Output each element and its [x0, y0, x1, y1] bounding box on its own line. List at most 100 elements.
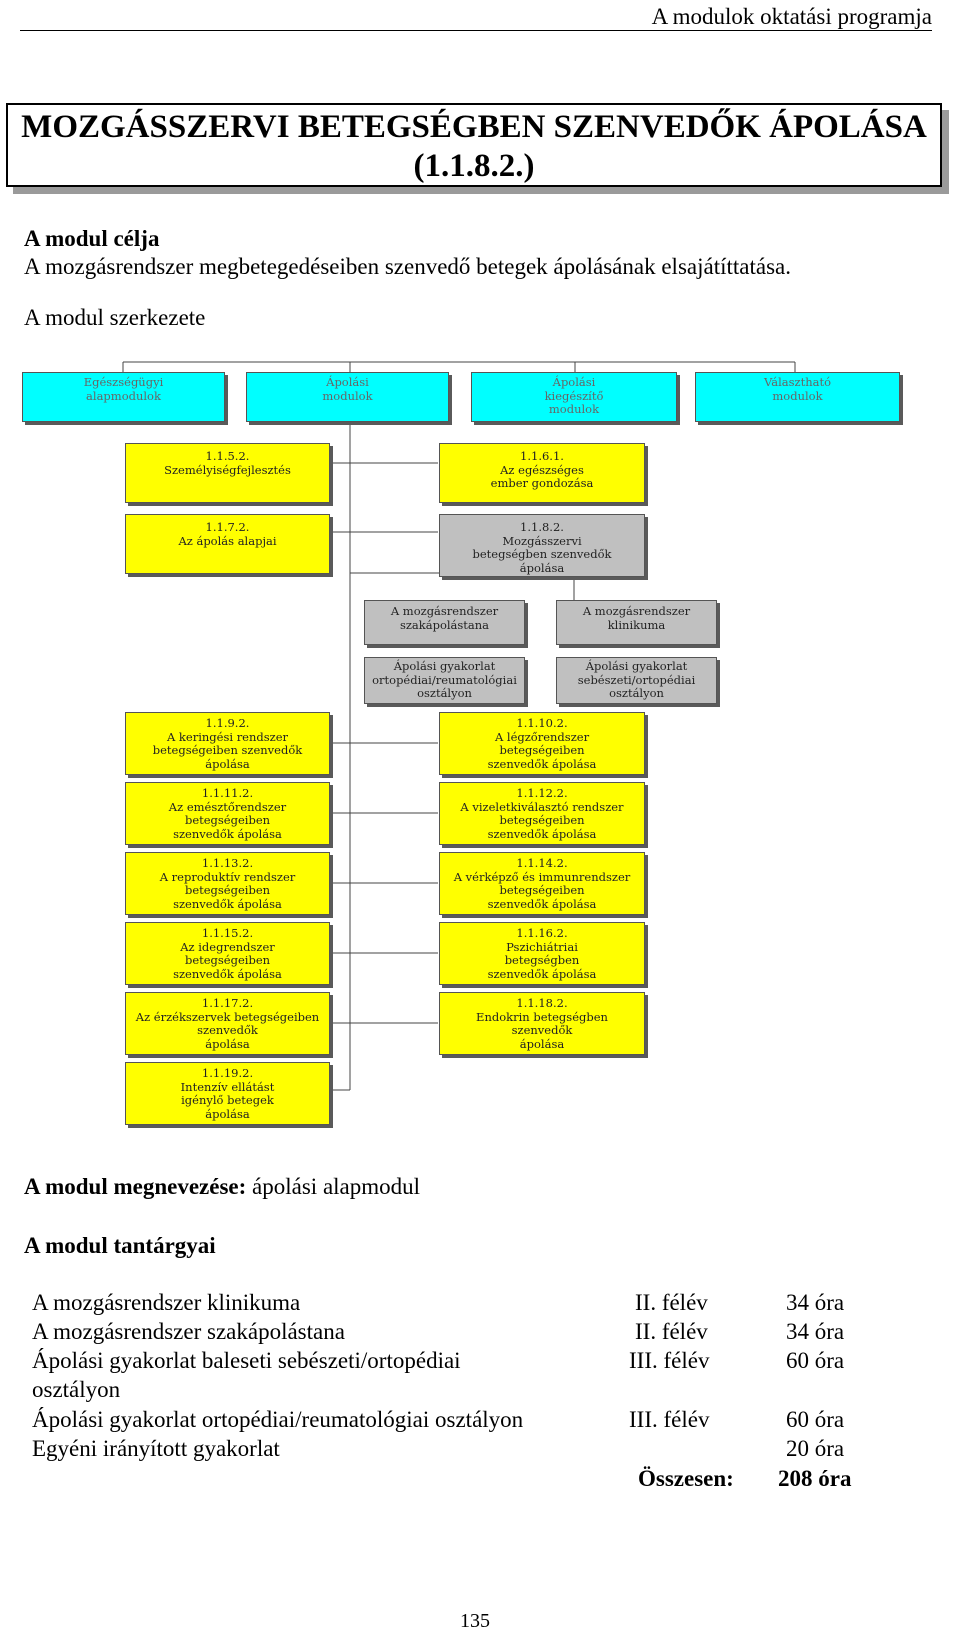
subject-semester: III. félév	[629, 1348, 710, 1373]
module-title: Pszichiátriai	[506, 939, 578, 954]
subject-name: Egyéni irányított gyakorlat	[32, 1436, 280, 1461]
module-1-1-16-2: 1.1.16.2. Pszichiátriai betegségben szen…	[439, 922, 645, 985]
module-code: 1.1.8.2.	[520, 520, 564, 534]
category-healthcare-base: Egészségügyi alapmodulok	[22, 372, 225, 422]
module-1-1-8-2-current: 1.1.8.2. Mozgásszervi betegségben szenve…	[439, 514, 645, 577]
module-title: betegségben	[504, 953, 580, 967]
subject-practice-ortho-rheum: Ápolási gyakorlat ortopédiai/reumatológi…	[364, 657, 525, 704]
module-1-1-10-2: 1.1.10.2. A légzőrendszer betegségeiben …	[439, 712, 645, 775]
total-hours: 208 óra	[778, 1466, 852, 1491]
module-code: 1.1.17.2.	[201, 996, 254, 1010]
module-title: betegségeiben	[184, 813, 271, 827]
module-title: Az emésztőrendszer	[168, 799, 287, 814]
module-title: szenvedők ápolása	[173, 896, 282, 911]
module-1-1-5-2: 1.1.5.2. Személyiségfejlesztés	[125, 443, 330, 503]
module-title: Endokrin betegségben	[476, 1009, 608, 1024]
title-line-2: (1.1.8.2.)	[413, 148, 535, 184]
module-1-1-7-2: 1.1.7.2. Az ápolás alapjai	[125, 514, 330, 574]
module-code: 1.1.9.2.	[205, 716, 250, 730]
module-title: Az idegrendszer	[180, 939, 275, 954]
module-title: betegségeiben	[499, 743, 585, 757]
module-title: ápolása	[519, 560, 565, 575]
subject-label: osztályon	[609, 686, 664, 700]
module-title: ember gondozása	[490, 476, 594, 490]
subject-label: Ápolási gyakorlat	[393, 659, 496, 673]
goal-heading: A modul célja	[24, 226, 160, 251]
category-label: alapmodulok	[86, 388, 161, 403]
module-title: szenvedők ápolása	[173, 826, 282, 841]
module-code: 1.1.5.2.	[205, 449, 250, 463]
category-label: modulok	[322, 388, 373, 403]
module-title: betegségeiben	[499, 883, 585, 897]
category-label: kiegészítő	[544, 388, 604, 403]
category-nursing: Ápolási modulok	[246, 372, 449, 422]
subject-nursing-science: A mozgásrendszer szakápolástana	[364, 600, 525, 645]
module-title: Az érzékszervek betegségeiben	[135, 1009, 320, 1024]
module-1-1-6-1: 1.1.6.1. Az egészséges ember gondozása	[439, 443, 645, 503]
module-name-value: ápolási alapmodul	[246, 1174, 421, 1199]
module-title: szenvedők ápolása	[487, 826, 597, 841]
module-title: szenvedők ápolása	[173, 966, 282, 981]
subjects-heading: A modul tantárgyai	[24, 1233, 216, 1258]
module-1-1-9-2: 1.1.9.2. A keringési rendszer betegségei…	[125, 712, 330, 775]
module-name-line: A modul megnevezése: ápolási alapmodul	[24, 1174, 420, 1200]
module-title: ápolása	[205, 1036, 250, 1051]
module-title: A keringési rendszer	[166, 729, 289, 744]
subject-label: sebészeti/ortopédiai	[577, 672, 696, 687]
module-title: szenvedők ápolása	[487, 966, 597, 981]
category-label: modulok	[548, 402, 600, 416]
subject-name: A mozgásrendszer klinikuma	[32, 1290, 301, 1315]
module-title: igénylő betegek	[181, 1093, 274, 1107]
module-title: Intenzív ellátást	[180, 1079, 275, 1094]
subject-semester: II. félév	[635, 1290, 708, 1315]
subject-label: A mozgásrendszer	[582, 604, 691, 618]
title-box: MOZGÁSSZERVI BETEGSÉGBEN SZENVEDŐK ÁPOLÁ…	[6, 103, 942, 187]
subject-hours: 60 óra	[786, 1407, 845, 1432]
subject-name: Ápolási gyakorlat ortopédiai/reumatológi…	[32, 1407, 524, 1432]
subject-clinic: A mozgásrendszer klinikuma	[556, 600, 717, 645]
module-title: A vérképző és immunrendszer	[453, 869, 631, 884]
page-number: 135	[460, 1610, 490, 1632]
module-code: 1.1.12.2.	[516, 786, 568, 800]
subject-label: klinikuma	[607, 617, 666, 632]
module-1-1-14-2: 1.1.14.2. A vérképző és immunrendszer be…	[439, 852, 645, 915]
module-title: betegségben szenvedők	[472, 547, 612, 561]
module-title: Személyiségfejlesztés	[164, 462, 291, 477]
module-code: 1.1.11.2.	[201, 786, 254, 800]
module-title: szenvedők ápolása	[487, 896, 597, 911]
module-code: 1.1.19.2.	[201, 1066, 254, 1080]
category-label: Ápolási	[326, 375, 369, 389]
subject-semester: III. félév	[629, 1407, 710, 1432]
module-title: betegségeiben	[184, 883, 271, 897]
module-title: ápolása	[519, 1036, 565, 1051]
module-title: ápolása	[205, 756, 250, 771]
module-title: szenvedők	[197, 1023, 258, 1037]
subject-hours: 34 óra	[786, 1290, 845, 1315]
category-elective: Választható modulok	[695, 372, 900, 422]
module-title: betegségeiben	[184, 953, 271, 967]
module-title: A reproduktív rendszer	[159, 869, 296, 884]
module-title: A vizeletkiválasztó rendszer	[460, 799, 624, 814]
subject-name: Ápolási gyakorlat baleseti sebészeti/ort…	[32, 1348, 461, 1373]
category-label: modulok	[772, 388, 823, 403]
subject-hours: 60 óra	[786, 1348, 845, 1373]
category-label: Ápolási	[552, 375, 596, 389]
module-1-1-12-2: 1.1.12.2. A vizeletkiválasztó rendszer b…	[439, 782, 645, 845]
module-code: 1.1.6.1.	[520, 449, 564, 463]
module-title: Mozgásszervi	[502, 533, 582, 548]
subject-label: osztályon	[417, 686, 472, 700]
subject-name: A mozgásrendszer szakápolástana	[32, 1319, 345, 1344]
module-code: 1.1.18.2.	[516, 996, 568, 1010]
module-1-1-13-2: 1.1.13.2. A reproduktív rendszer betegsé…	[125, 852, 330, 915]
subject-name-continued: osztályon	[32, 1377, 121, 1402]
module-code: 1.1.14.2.	[516, 856, 568, 870]
subject-label: ortopédiai/reumatológiai	[372, 672, 517, 687]
module-1-1-17-2: 1.1.17.2. Az érzékszervek betegségeiben …	[125, 992, 330, 1055]
category-label: Választható	[763, 375, 832, 389]
structure-heading: A modul szerkezete	[24, 305, 206, 330]
total-label: Összesen:	[638, 1466, 734, 1491]
module-title: betegségeiben	[499, 813, 585, 827]
module-code: 1.1.7.2.	[205, 520, 250, 534]
title-line-1: MOZGÁSSZERVI BETEGSÉGBEN SZENVEDŐK ÁPOLÁ…	[21, 109, 927, 145]
